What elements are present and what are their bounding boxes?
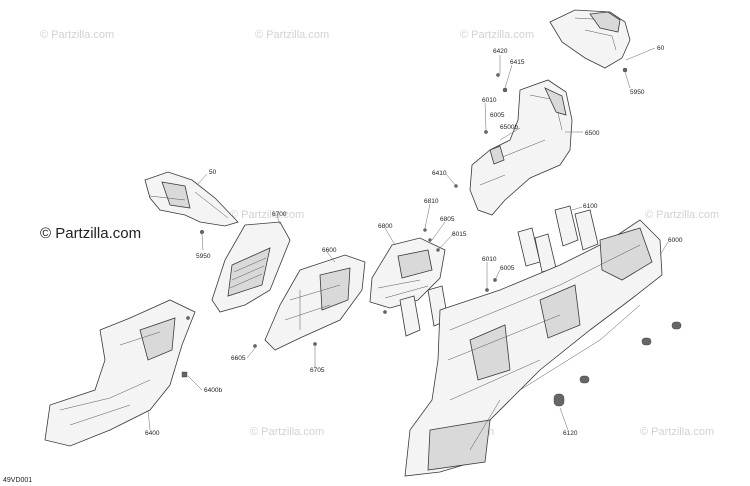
callout-6605: 6605 (231, 355, 246, 362)
watermark-bottom-center: © Partzilla.com (250, 426, 324, 438)
part-6500 (454, 73, 573, 216)
callout-60: 60 (657, 45, 665, 52)
part-6800 (369, 228, 446, 314)
callout-6000: 6000 (668, 237, 683, 244)
part-50 (144, 171, 239, 234)
callout-5950-mid: 5950 (196, 253, 211, 260)
callout-6400b: 6400b (204, 387, 222, 394)
callout-6810: 6810 (424, 198, 439, 205)
callout-6005-mid: 6005 (500, 265, 515, 272)
callout-6120: 6120 (563, 430, 578, 437)
callout-6500: 6500 (585, 130, 600, 137)
callout-6415: 6415 (510, 59, 525, 66)
part-6400 (44, 299, 196, 447)
callout-6010-top: 6010 (482, 97, 497, 104)
watermark-top-center: © Partzilla.com (255, 29, 329, 41)
figure-id: 49VD001 (3, 477, 32, 484)
callout-6410: 6410 (432, 170, 447, 177)
callout-6600: 6600 (322, 247, 337, 254)
callout-labels: 60 6420 6415 5950 6010 6005 6500b 6500 5… (145, 45, 683, 437)
watermark-bottom-right: © Partzilla.com (640, 426, 714, 438)
callout-6500b: 6500b (500, 124, 518, 131)
callout-6805: 6805 (440, 216, 455, 223)
callout-6010-mid: 6010 (482, 256, 497, 263)
callout-6015: 6015 (452, 231, 467, 238)
callout-6100: 6100 (583, 203, 598, 210)
leader-lines (147, 47, 669, 431)
watermark-mid-right: © Partzilla.com (645, 209, 719, 221)
callout-6420: 6420 (493, 48, 508, 55)
callout-6800: 6800 (378, 223, 393, 230)
watermark-top-right: © Partzilla.com (460, 29, 534, 41)
watermark-main: © Partzilla.com (40, 225, 141, 242)
part-60 (549, 9, 631, 73)
part-6600 (253, 254, 366, 351)
callout-50: 50 (209, 169, 217, 176)
callout-6005-top: 6005 (490, 112, 505, 119)
callout-6400: 6400 (145, 430, 160, 437)
callout-5950-top: 5950 (630, 89, 645, 96)
watermark-mid-left: © Partzilla.com (230, 209, 304, 221)
watermark-top-left: © Partzilla.com (40, 29, 114, 41)
part-6700 (211, 221, 291, 313)
callout-6705: 6705 (310, 367, 325, 374)
callout-6700: 6700 (272, 211, 287, 218)
part-6100 (399, 205, 599, 337)
part-6000 (404, 219, 682, 477)
